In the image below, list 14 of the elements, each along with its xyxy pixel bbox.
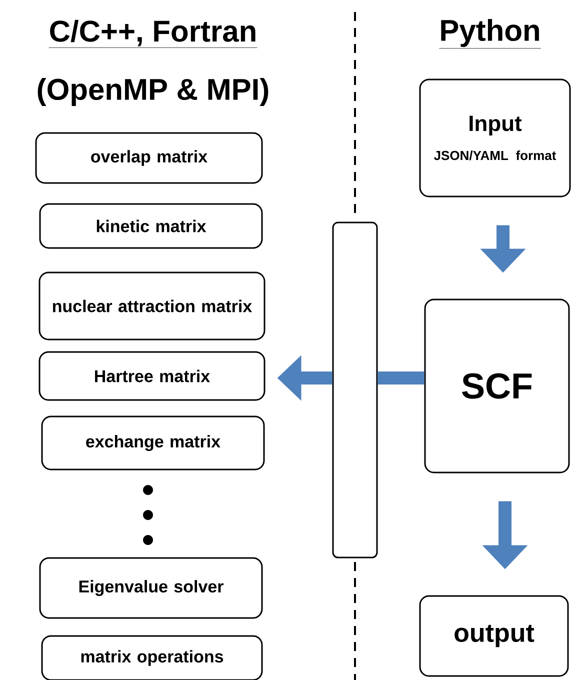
heading: Python [438,19,542,49]
process-box: Hartree matrix [38,351,266,401]
process-box: kinetic matrix [39,203,263,249]
process-box: exchange matrix [41,416,265,470]
heading: (OpenMP & MPI) [38,78,268,106]
process-box: Eigenvalue solver [39,557,263,619]
process-box: output [419,595,569,677]
process-box: SCF [424,298,570,474]
process-box: matrix operations [41,635,263,680]
heading: C/C++, Fortran [48,20,258,48]
process-box: overlap matrix [35,132,263,184]
process-box: Input JSON/YAML format [419,78,571,198]
interface-bar [332,222,378,558]
process-box: nuclear attraction matrix [38,272,266,340]
